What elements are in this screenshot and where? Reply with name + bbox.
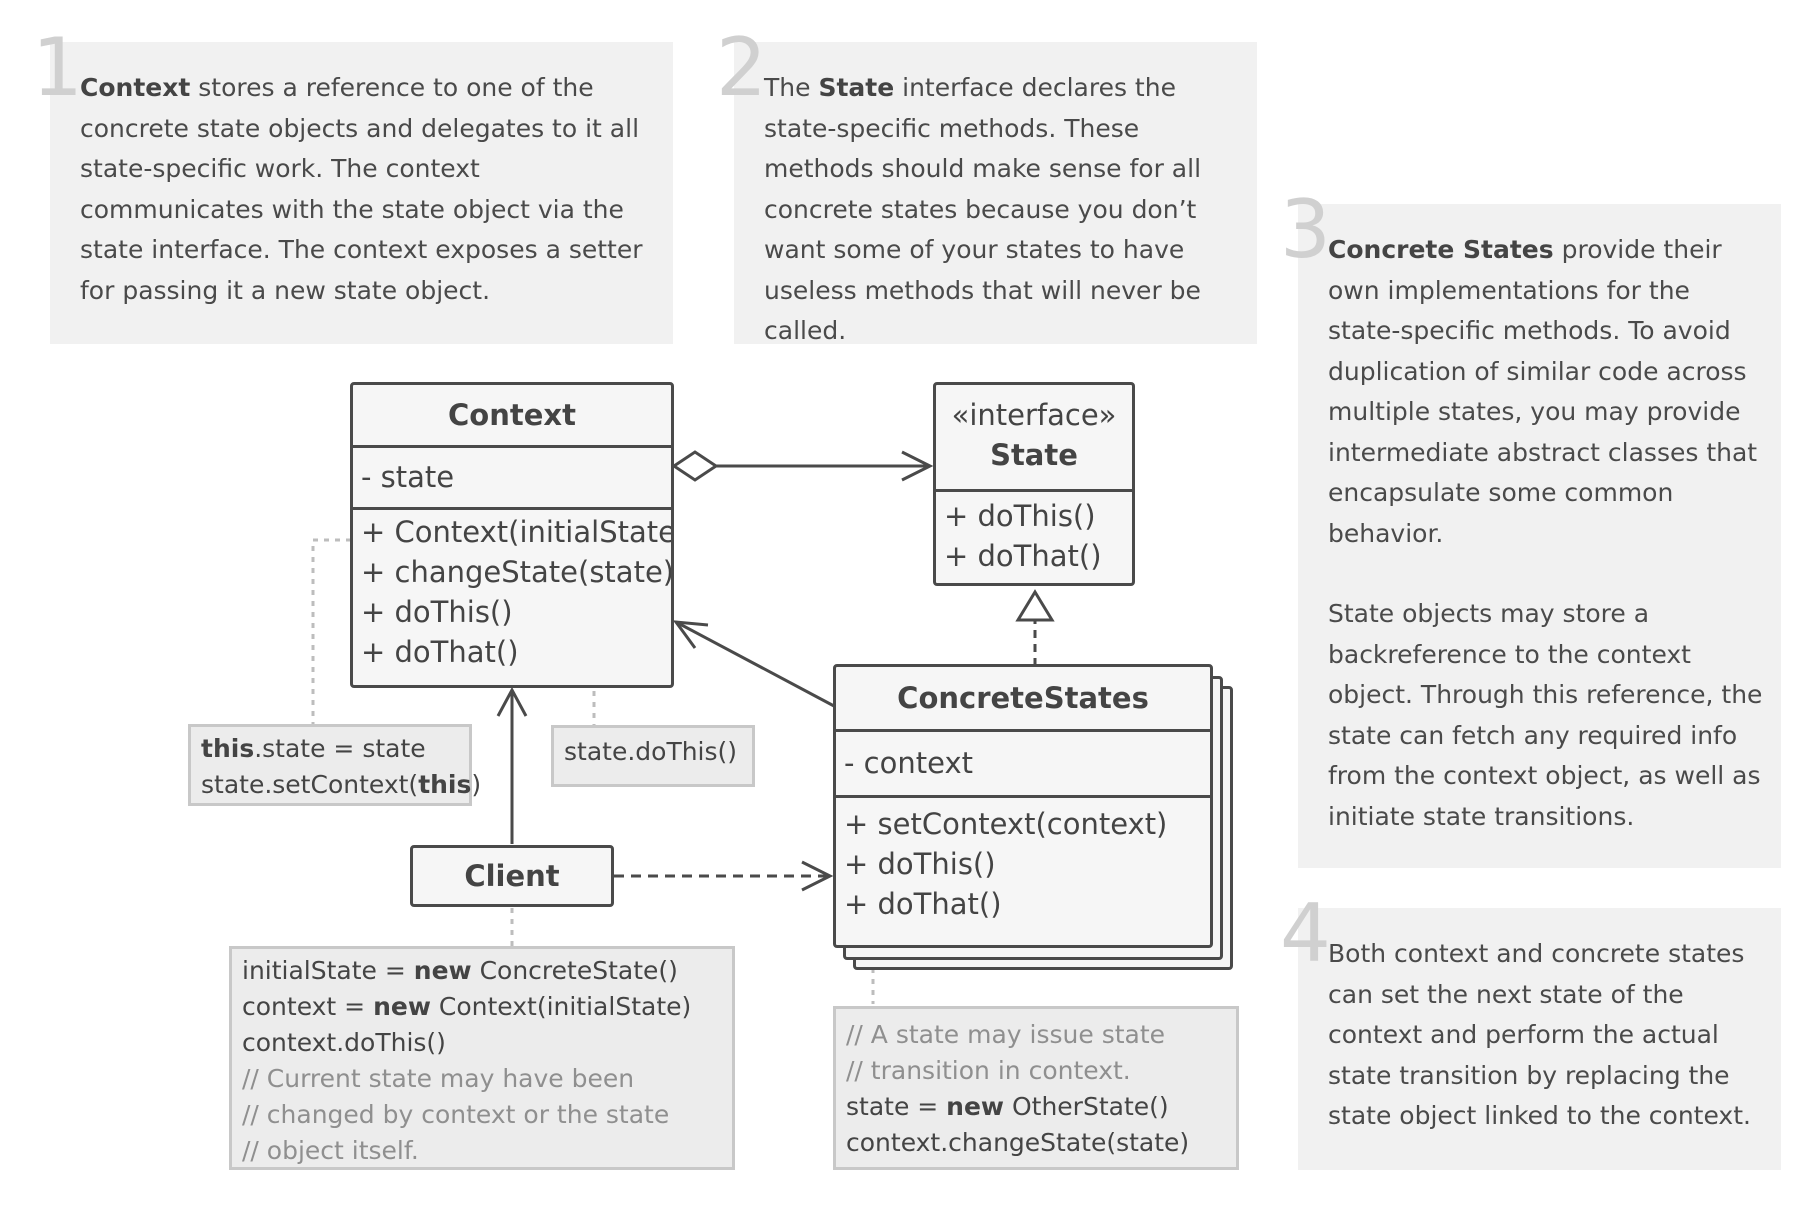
client-dependency-arrowhead [801, 860, 834, 892]
client-note-line: context.doThis() [242, 1028, 446, 1057]
description-4: 4 Both context and concrete states can s… [1280, 894, 1781, 1170]
concrete-note-comment: // transition in context. [846, 1056, 1131, 1085]
state-interface[interactable]: «interface» State + doThis() + doThat() [933, 382, 1135, 586]
description-2-pre: The [764, 73, 819, 102]
context-methods: + Context(initialState) + changeState(st… [353, 507, 671, 672]
concrete-states-name: ConcreteStates [897, 681, 1149, 715]
client-note-line: context = new Context(initialState) [242, 992, 692, 1021]
description-3-lead: Concrete States [1328, 235, 1554, 264]
concrete-field-context: - context [844, 746, 973, 780]
step-number-4: 4 [1280, 887, 1331, 980]
state-stereotype: «interface» [951, 398, 1117, 432]
client-note-comment: // Current state may have been [242, 1064, 635, 1093]
state-interface-name: State [990, 438, 1078, 472]
description-3: 3 Concrete States provide their own impl… [1280, 190, 1781, 868]
dothis-note: state.doThis() [551, 725, 755, 787]
context-class-name: Context [448, 398, 576, 432]
ctor-note-connector [311, 538, 351, 724]
realization-triangle [1015, 589, 1055, 622]
client-context-arrowhead [496, 686, 528, 717]
description-3-para2: State objects may store a backreference … [1328, 599, 1763, 831]
concrete-note-comment: // A state may issue state [846, 1020, 1166, 1049]
concrete-note-line: state = new OtherState() [846, 1092, 1169, 1121]
state-method: + doThat() [944, 539, 1102, 573]
description-3-text: Concrete States provide their own implem… [1328, 230, 1767, 837]
context-method: + Context(initialState) [361, 515, 674, 549]
dothis-note-text: state.doThis() [564, 737, 738, 766]
client-note-comment: // object itself. [242, 1136, 419, 1165]
context-field-state: - state [361, 460, 455, 494]
context-method: + doThis() [361, 595, 513, 629]
step-number-1: 1 [32, 21, 83, 114]
description-2-rest: interface declares the state-specific me… [764, 73, 1202, 345]
backref-arrowhead [672, 620, 709, 649]
aggregation-diamond [671, 450, 719, 482]
context-fields: - state [353, 445, 671, 507]
description-4-text: Both context and concrete states can set… [1328, 939, 1751, 1130]
description-2-lead: State [818, 73, 895, 102]
client-note: initialState = new ConcreteState() conte… [229, 946, 735, 1170]
state-method: + doThis() [944, 499, 1096, 533]
concrete-methods: + setContext(context) + doThis() + doTha… [836, 795, 1210, 924]
concrete-note-line: context.changeState(state) [846, 1128, 1190, 1157]
context-class[interactable]: Context - state + Context(initialState) … [350, 382, 674, 688]
context-method: + doThat() [361, 635, 519, 669]
step-number-3: 3 [1280, 183, 1331, 276]
client-class[interactable]: Client [410, 845, 614, 907]
concrete-states-class[interactable]: ConcreteStates - context + setContext(co… [833, 664, 1213, 948]
description-1-lead: Context [80, 73, 191, 102]
description-2: 2 The State interface declares the state… [716, 28, 1257, 345]
state-interface-header: «interface» State [936, 385, 1132, 489]
context-method: + changeState(state) [361, 555, 674, 589]
dothis-note-connector [530, 621, 596, 725]
client-class-name: Client [464, 859, 560, 893]
backref-line [675, 620, 835, 708]
constructor-note-line-2: state.setContext(this) [201, 770, 482, 799]
concrete-method: + setContext(context) [844, 807, 1168, 841]
concrete-method: + doThat() [844, 887, 1002, 921]
client-note-line: initialState = new ConcreteState() [242, 956, 678, 985]
description-2-text: The State interface declares the state-s… [764, 68, 1243, 352]
description-1-text: Context stores a reference to one of the… [80, 68, 659, 311]
aggregation-arrowhead [901, 450, 934, 482]
state-methods: + doThis() + doThat() [936, 489, 1132, 576]
step-number-2: 2 [716, 21, 767, 114]
description-1: 1 Context stores a reference to one of t… [32, 28, 673, 344]
constructor-note: this.state = state state.setContext(this… [188, 724, 482, 806]
client-note-comment: // changed by context or the state [242, 1100, 670, 1129]
concrete-fields: - context [836, 729, 1210, 795]
constructor-note-line-1: this.state = state [201, 734, 426, 763]
description-3-rest: provide their own implementations for th… [1328, 235, 1758, 548]
description-1-rest: stores a reference to one of the concret… [80, 73, 643, 305]
concrete-note: // A state may issue state // transition… [833, 1006, 1239, 1170]
concrete-method: + doThis() [844, 847, 996, 881]
